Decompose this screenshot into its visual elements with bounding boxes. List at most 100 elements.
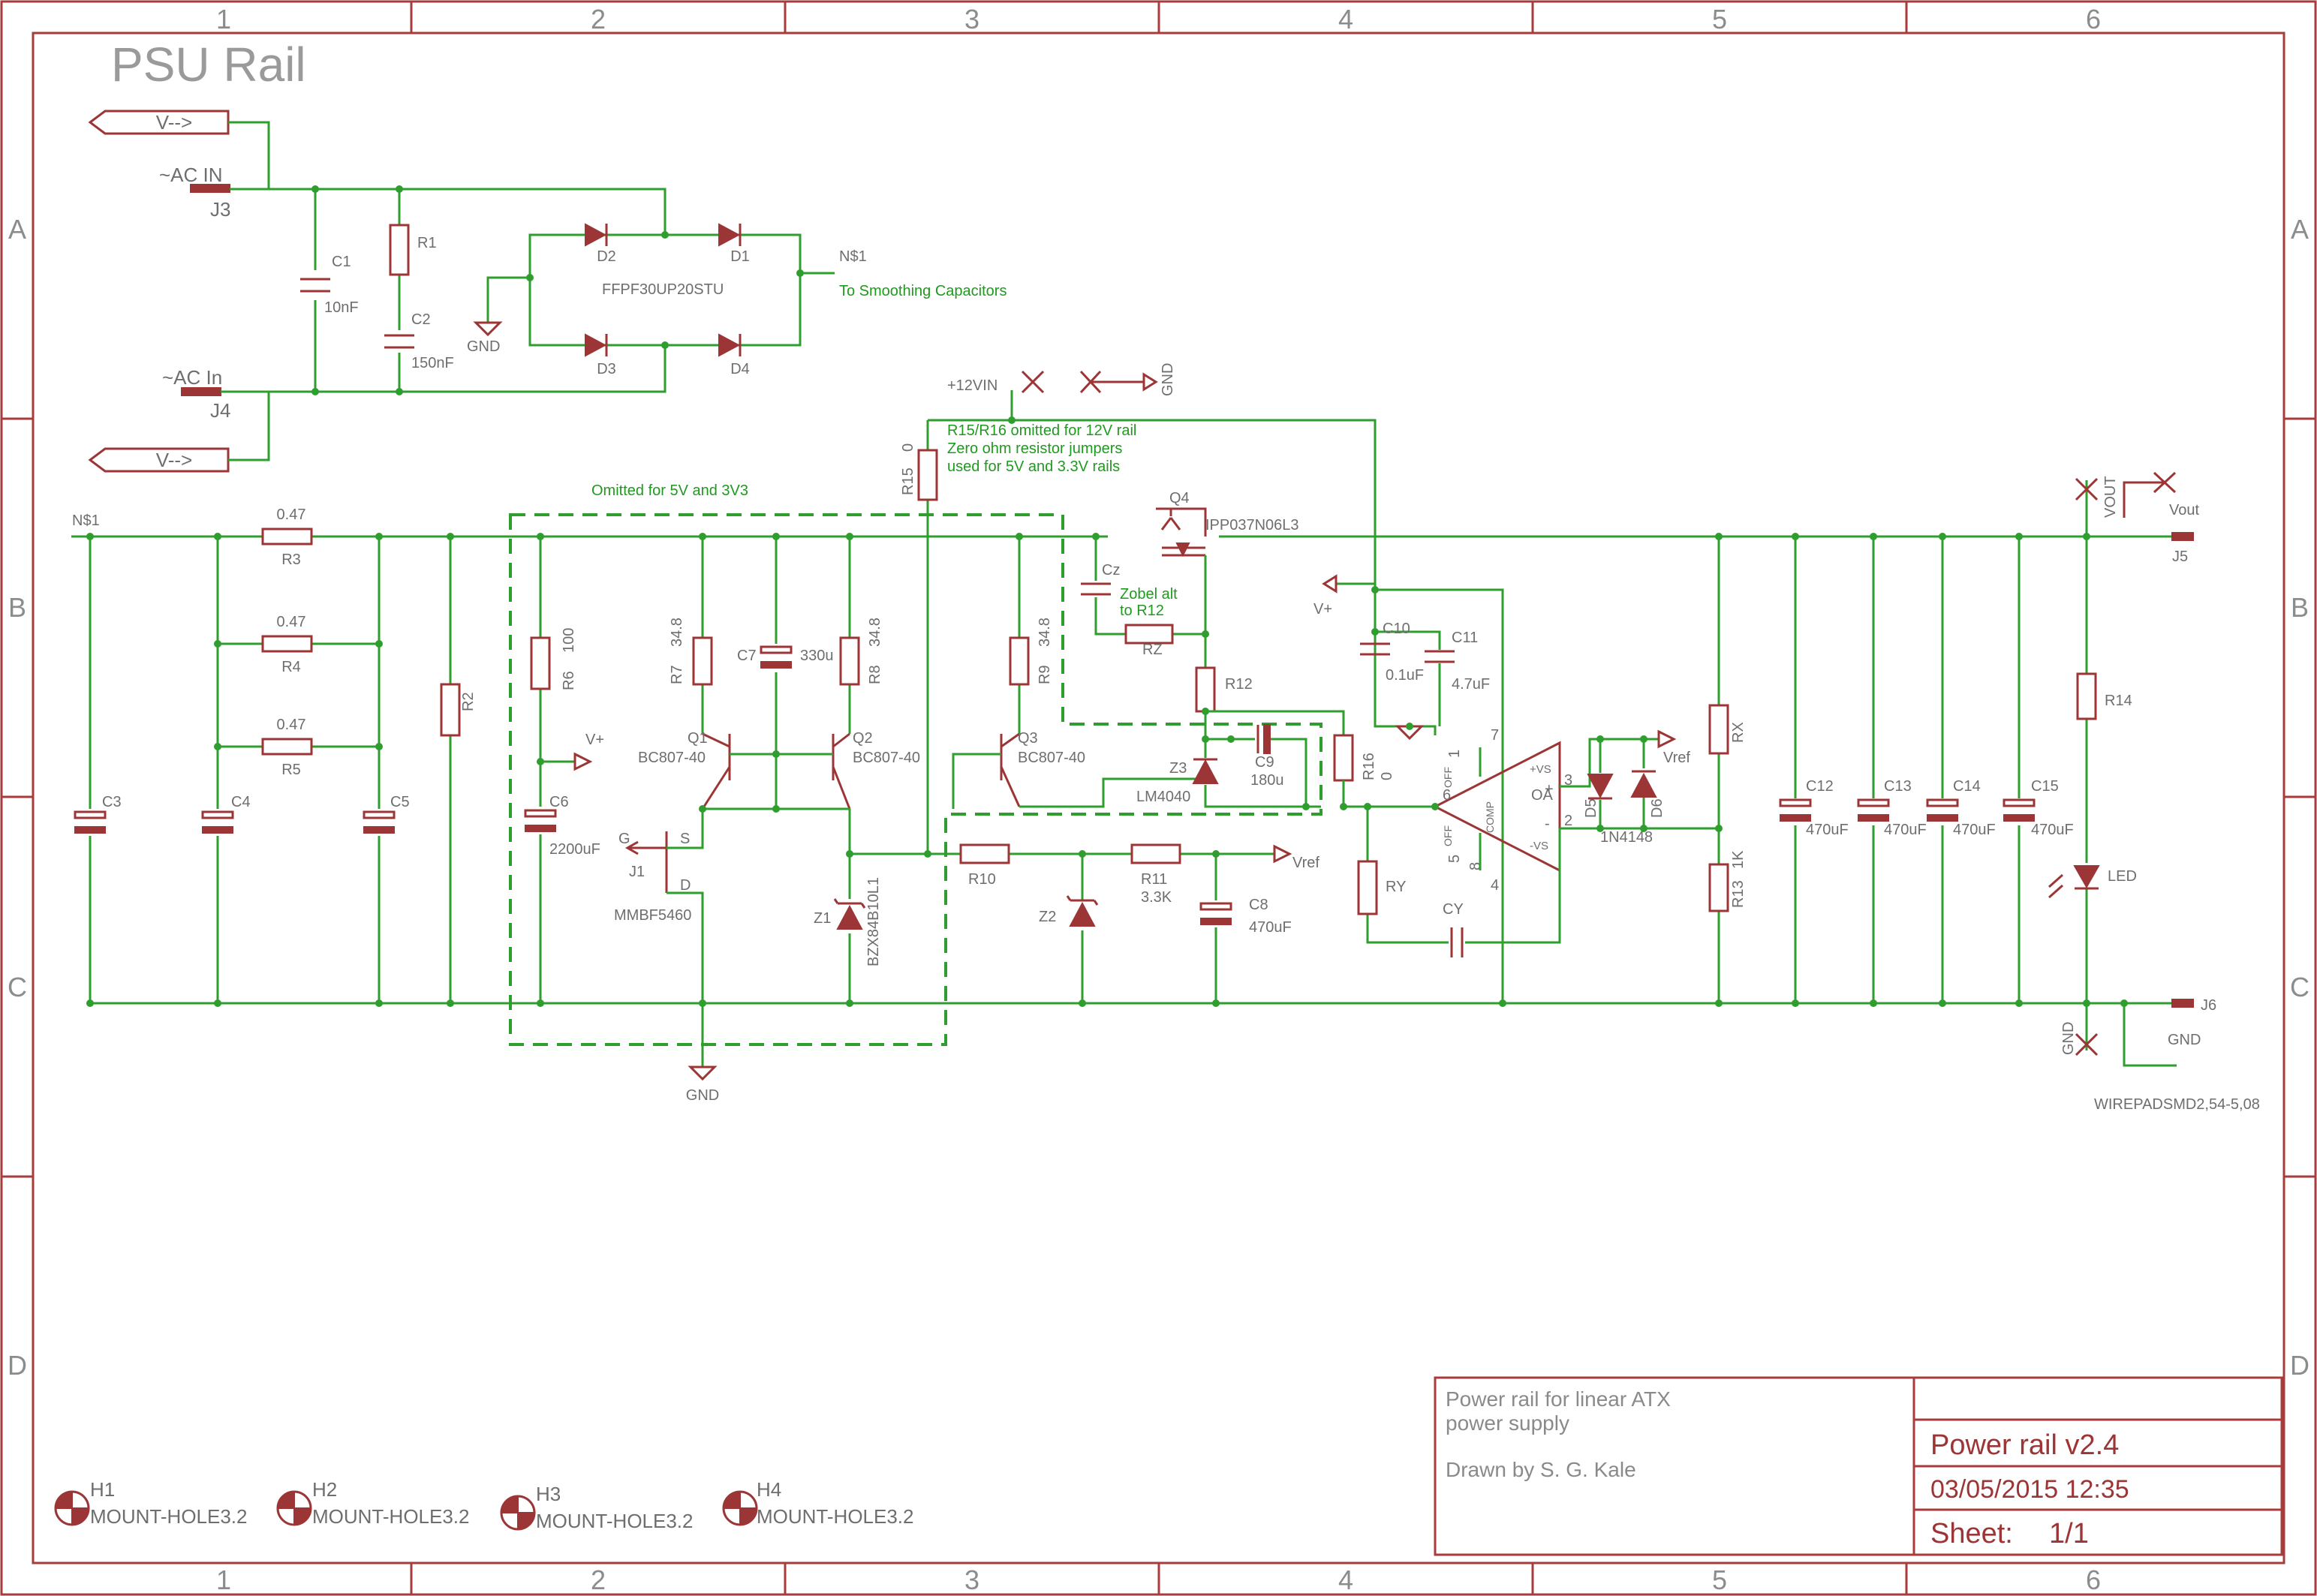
zobel-note-2: to R12 <box>1120 603 1164 619</box>
r9-value: 34.8 <box>1037 618 1053 647</box>
package-label: WIREPADSMD2,54-5,08 <box>2094 1096 2260 1113</box>
q4-value: IPP037N06L3 <box>1205 517 1299 534</box>
c4-ref: C4 <box>231 794 251 810</box>
vref-label-1: Vref <box>1292 855 1319 871</box>
c1-ref: C1 <box>332 254 351 270</box>
rx-ref: RX <box>1730 722 1747 743</box>
c15-ref: C15 <box>2031 778 2059 795</box>
j1-ref: J1 <box>629 864 645 880</box>
r6-ref: R6 <box>561 671 577 690</box>
q2-value: BC807-40 <box>853 750 920 766</box>
gnd-label-top: GND <box>1160 363 1176 396</box>
vin12-label: +12VIN <box>947 377 998 394</box>
r15-ref: R15 <box>900 467 916 495</box>
col-label-6: 6 <box>2086 4 2101 35</box>
h3-value: MOUNT-HOLE3.2 <box>536 1510 694 1532</box>
d1-ref: D1 <box>730 248 750 265</box>
main-rails: N$1 0.47 R3 0.47 R4 0.47 R5 C3 C4 C5 R2 <box>71 506 2192 1007</box>
r15-value: 0 <box>900 443 916 452</box>
j1-d: D <box>680 877 691 894</box>
r16-value: 0 <box>1379 772 1395 780</box>
output-section: C12 470uF C13 470uF C14 470uF C15 470uF … <box>1779 471 2260 1113</box>
d3-ref: D3 <box>597 361 616 377</box>
h1-value: MOUNT-HOLE3.2 <box>90 1505 248 1528</box>
opamp-vs-minus: -VS <box>1530 840 1548 852</box>
diode-d2 <box>585 223 608 247</box>
c11-ref: C11 <box>1452 630 1478 646</box>
r3-ref: R3 <box>281 552 301 568</box>
rectifier-gnd-label: GND <box>467 338 500 355</box>
r8-value: 34.8 <box>867 618 883 647</box>
h1-ref: H1 <box>90 1478 115 1501</box>
col-label-4-bottom: 4 <box>1338 1564 1353 1595</box>
h3-ref: H3 <box>536 1483 561 1505</box>
tb-description-2: power supply <box>1446 1411 1569 1435</box>
tb-date: 03/05/2015 12:35 <box>1930 1475 2129 1504</box>
r13-ref: R13 <box>1730 880 1747 908</box>
gnd-label-bottom: GND <box>686 1087 719 1104</box>
opamp-pin-8: 8 <box>1467 862 1484 870</box>
col-label-2: 2 <box>591 4 606 35</box>
omitted-region <box>509 513 1322 1046</box>
opamp-pin-1: 1 <box>1446 750 1463 758</box>
row-label-c: C <box>8 972 27 1002</box>
r8-ref: R8 <box>867 665 883 684</box>
cz-ref: Cz <box>1102 562 1120 579</box>
rz-ref: RZ <box>1142 642 1163 658</box>
col-label-6-bottom: 6 <box>2086 1564 2101 1595</box>
driver-section: R6 100 C6 2200uF V+ R7 34.8 C7 330u R8 3… <box>524 363 1377 1104</box>
d-part-label: 1N4148 <box>1600 829 1653 846</box>
opamp-plus: + <box>1545 781 1554 798</box>
c11-value: 4.7uF <box>1452 676 1490 693</box>
z3-ref: Z3 <box>1169 760 1187 777</box>
j3-ref: J3 <box>210 198 230 221</box>
mount-hole-h2: H2 MOUNT-HOLE3.2 <box>276 1478 470 1528</box>
row-label-b: B <box>8 592 26 623</box>
c15-value: 470uF <box>2031 822 2074 838</box>
r7-value: 34.8 <box>669 618 685 647</box>
c9-ref: C9 <box>1255 754 1274 771</box>
q1-value: BC807-40 <box>638 750 706 766</box>
c5-ref: C5 <box>390 794 410 810</box>
col-label-3-bottom: 3 <box>964 1564 979 1595</box>
r15-note-2: Zero ohm resistor jumpers <box>947 440 1122 457</box>
j1-value: MMBF5460 <box>614 907 691 924</box>
c2-ref: C2 <box>411 311 431 328</box>
tb-sheet-label: Sheet: <box>1930 1518 2013 1549</box>
gnd-label-out-2: GND <box>2168 1032 2201 1048</box>
opamp-ref: OA <box>1531 787 1554 804</box>
row-label-b-right: B <box>2291 592 2309 623</box>
opamp-pin-3: 3 <box>1564 772 1572 789</box>
opamp-pin-5: 5 <box>1446 855 1463 863</box>
r2-ref: R2 <box>460 692 477 711</box>
page-title: PSU Rail <box>111 38 306 92</box>
c10-ref: C10 <box>1383 621 1410 637</box>
cy-ref: CY <box>1443 901 1464 918</box>
col-label-2-bottom: 2 <box>591 1564 606 1595</box>
q4-ref: Q4 <box>1169 490 1190 506</box>
col-label-5-bottom: 5 <box>1712 1564 1727 1595</box>
tb-sheet-value: 1/1 <box>2049 1518 2089 1549</box>
z3-value: LM4040 <box>1136 789 1190 805</box>
opamp-pin-7: 7 <box>1491 727 1499 744</box>
smoothing-note: To Smoothing Capacitors <box>839 283 1007 299</box>
c13-ref: C13 <box>1884 778 1912 795</box>
c12-ref: C12 <box>1806 778 1834 795</box>
rectifier-net-label: N$1 <box>839 248 867 265</box>
r1-ref: R1 <box>417 235 437 251</box>
c1-value: 10nF <box>324 299 359 316</box>
j5-label: Vout <box>2169 502 2199 518</box>
r6-value: 100 <box>561 628 577 653</box>
col-label-1: 1 <box>216 4 231 35</box>
z2-ref: Z2 <box>1039 909 1056 925</box>
q3-ref: Q3 <box>1018 730 1038 747</box>
row-label-d-right: D <box>2290 1350 2309 1381</box>
col-label-1-bottom: 1 <box>216 1564 231 1595</box>
z1-value: BZX84B10L1 <box>865 877 882 966</box>
c13-value: 470uF <box>1884 822 1927 838</box>
c10-value: 0.1uF <box>1386 667 1424 684</box>
omitted-note: Omitted for 5V and 3V3 <box>591 482 748 499</box>
r5-ref: R5 <box>281 762 301 778</box>
tb-name: Power rail v2.4 <box>1930 1429 2119 1461</box>
